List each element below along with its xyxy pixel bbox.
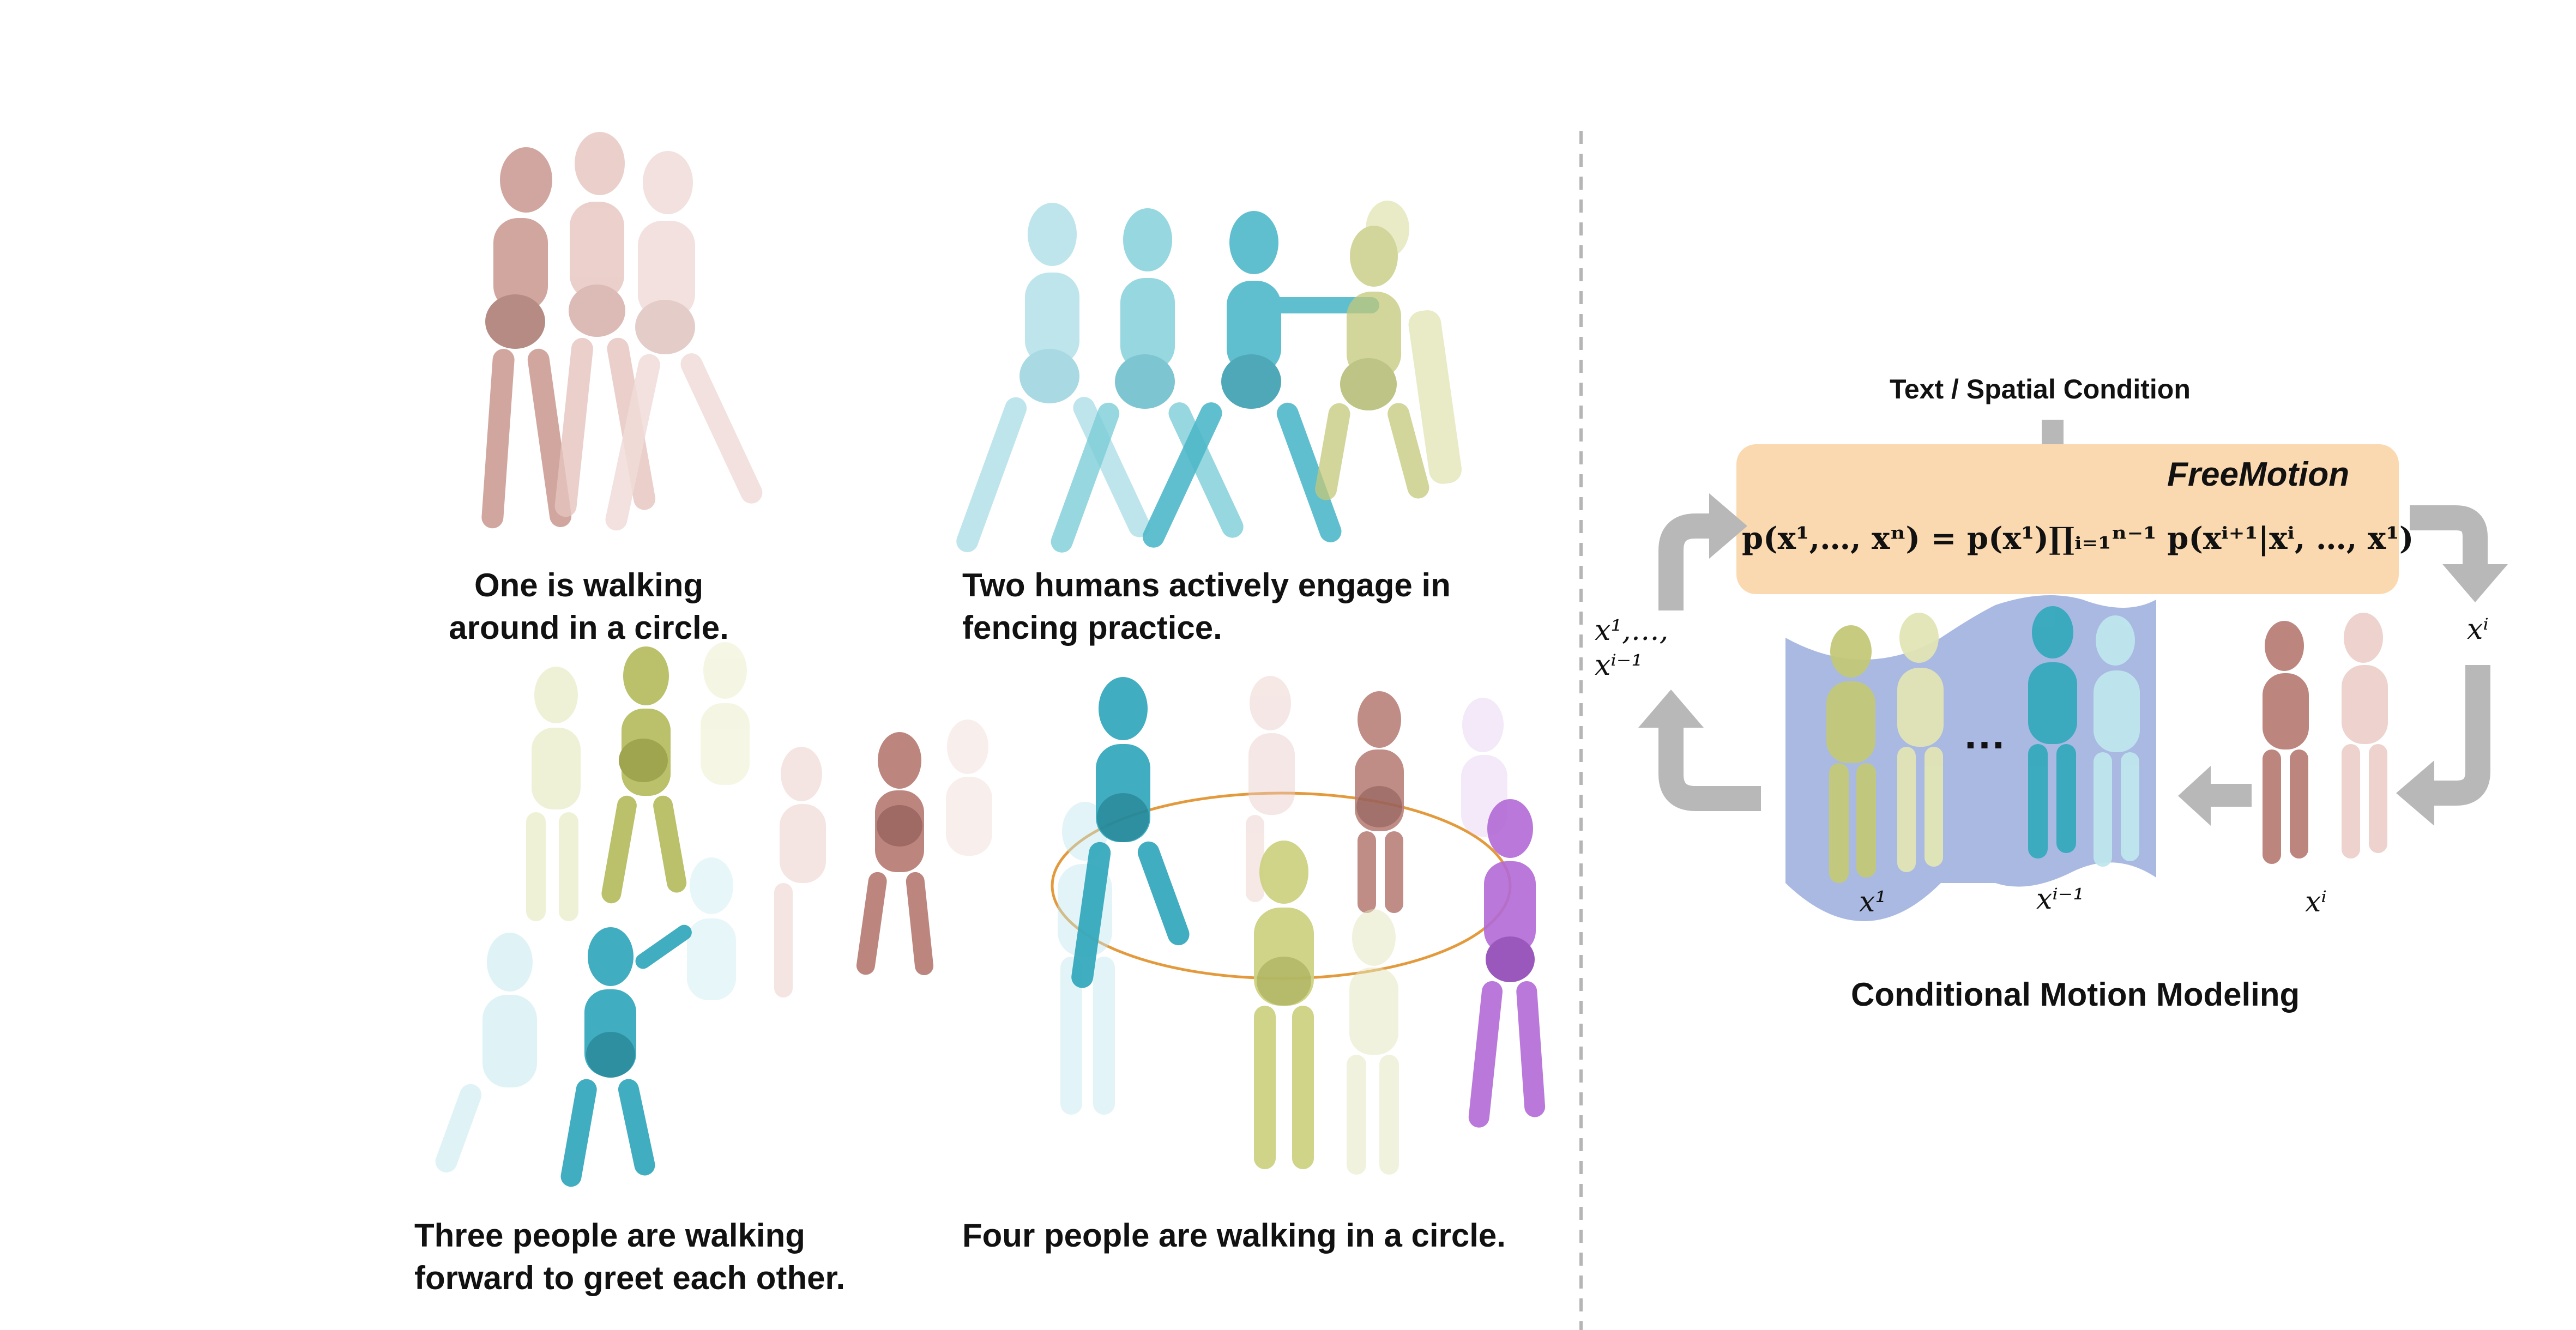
pink-trail (774, 720, 992, 998)
olive-figure (601, 646, 687, 904)
pink-figure-1 (481, 147, 572, 529)
arrow-bottom-left-icon (1658, 725, 1761, 811)
label-xim1: xⁱ⁻¹ (2036, 883, 2085, 916)
cyan-figure-2 (1051, 208, 1244, 553)
caption-greet-line1: Three people are walking (414, 1217, 805, 1254)
arrow-into-panel-shaft (2208, 784, 2252, 807)
label-prev-line2: xⁱ⁻¹ (1595, 649, 1643, 682)
olive-trail (526, 642, 750, 921)
label-xi-out: xⁱ (2467, 613, 2489, 646)
arrow-bottom-left-head-icon (1638, 690, 1704, 728)
vertical-divider (1579, 131, 1583, 1330)
pink-figure (856, 732, 934, 976)
arrow-into-panel-head-icon (2178, 766, 2211, 826)
arrow-right-down-icon (2432, 665, 2490, 806)
cyan-trail (435, 857, 736, 1172)
formula-text: p(x¹,…, xⁿ) = p(x¹)∏ᵢ₌₁ⁿ⁻¹ p(xⁱ⁺¹|xⁱ, …,… (1742, 521, 2414, 557)
olive-trail-four (1347, 909, 1399, 1175)
label-x1: x¹ (1859, 886, 1887, 918)
cyan-figure (560, 924, 692, 1187)
caption-walking-circle-line1: One is walking (474, 567, 704, 603)
cyan-figure-3 (1142, 211, 1379, 548)
pink-trail-four (1246, 676, 1295, 902)
arrow-top-right-icon (2410, 505, 2488, 567)
caption-four-circle: Four people are walking in a circle. (962, 1217, 1506, 1254)
freemotion-title: FreeMotion (2167, 456, 2350, 493)
purple-figure (1468, 799, 1546, 1128)
pink-figure-3 (605, 151, 763, 531)
diagram-title: Conditional Motion Modeling (1851, 976, 2300, 1013)
caption-fencing-line1: Two humans actively engage in (962, 567, 1451, 603)
ellipsis-between-steps: … (1963, 709, 2006, 758)
olive-figures (1315, 201, 1462, 500)
olive-pair-x1 (1826, 613, 1944, 883)
caption-greet-line2: forward to greet each other. (414, 1260, 846, 1296)
label-xi: xⁱ (2305, 886, 2327, 918)
pink-figure-four (1355, 691, 1404, 913)
arrow-top-right-head-icon (2442, 564, 2508, 602)
caption-fencing-line2: fencing practice. (962, 609, 1222, 646)
olive-figure-four (1254, 841, 1314, 1169)
cyan-pair-xim1 (2028, 606, 2140, 867)
label-prev-line1: x¹,…, (1595, 614, 1669, 647)
arrow-left-up-head-icon (1709, 493, 1747, 559)
cyan-figure-four (1071, 677, 1190, 988)
arrow-right-down-head-icon (2396, 760, 2434, 826)
caption-walking-circle-line2: around in a circle. (449, 609, 729, 646)
condition-label: Text / Spatial Condition (1890, 374, 2191, 404)
arrow-left-up-icon (1658, 513, 1712, 610)
label-prev-steps: x¹,…, xⁱ⁻¹ (1595, 613, 1668, 683)
formula-box (1736, 444, 2399, 594)
